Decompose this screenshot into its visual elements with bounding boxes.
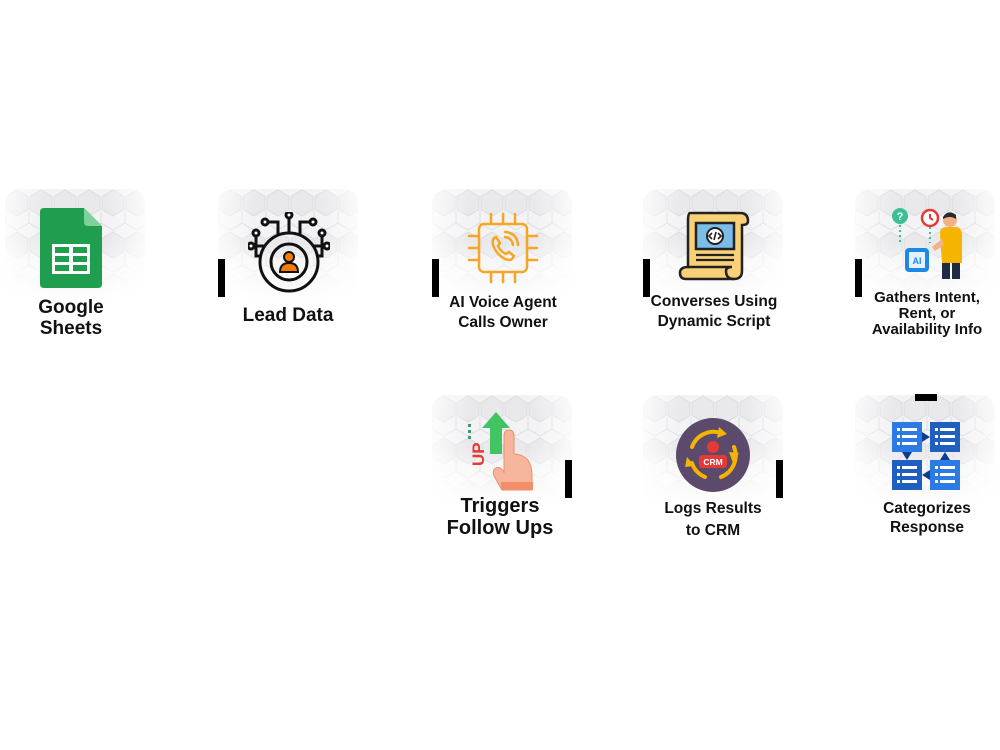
crm-cycle-icon: CRM	[675, 417, 751, 493]
connector-arrow-2	[432, 259, 439, 297]
connector-arrow-5	[915, 394, 937, 401]
phone-call-icon	[465, 210, 541, 286]
step-card-categorizes-response	[855, 395, 995, 525]
connector-arrow-3	[643, 259, 650, 297]
step-label-triggers-follow-ups: Triggers Follow Ups	[446, 495, 554, 539]
ai-person-icon: ? AI	[890, 205, 966, 281]
svg-text:AI: AI	[913, 256, 922, 266]
follow-up-hand-icon: UP	[464, 410, 540, 492]
connector-arrow-1	[218, 259, 225, 297]
step-label-google-sheets: Google Sheets	[38, 297, 104, 339]
step-label-ai-voice-agent: AI Voice Agent Calls Owner	[449, 294, 557, 332]
step-label-gathers-intent: Gathers Intent, Rent, or Availability In…	[871, 289, 983, 339]
connector-arrow-4	[855, 259, 862, 297]
script-scroll-icon	[678, 209, 750, 281]
svg-text:?: ?	[897, 211, 904, 223]
connector-arrow-6	[776, 460, 783, 498]
svg-text:UP: UP	[469, 442, 488, 466]
svg-text:CRM: CRM	[703, 457, 722, 467]
step-label-lead-data: Lead Data	[242, 305, 334, 326]
step-label-logs-crm: Logs Results to CRM	[664, 500, 762, 540]
google-sheets-icon	[40, 208, 102, 288]
step-label-dynamic-script: Converses Using Dynamic Script	[650, 293, 778, 331]
step-card-ai-voice-agent	[432, 189, 572, 319]
lead-data-icon	[248, 212, 330, 296]
categorize-lists-icon	[892, 422, 962, 492]
step-label-categorizes-response: Categorizes Response	[883, 500, 971, 537]
connector-arrow-7	[565, 460, 572, 498]
